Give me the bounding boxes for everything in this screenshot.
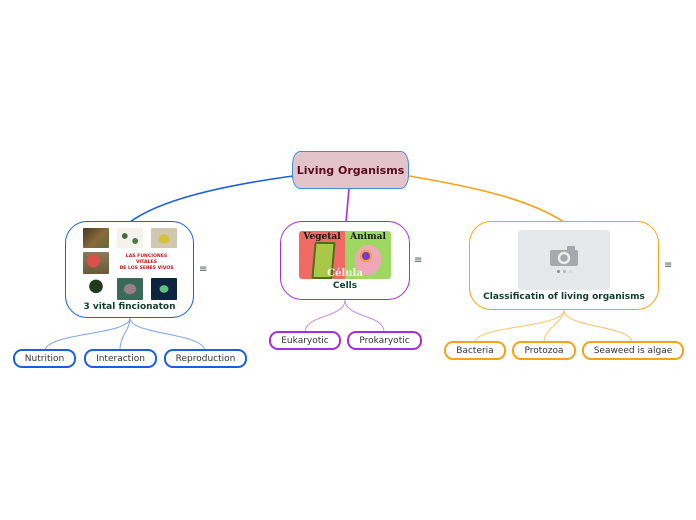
- connector-functions-reproduction: [129, 317, 206, 351]
- topic-label: 3 vital fincionaton: [83, 301, 176, 312]
- connector-functions-interaction: [119, 317, 131, 351]
- connector-root-classification: [408, 175, 565, 223]
- connector-root-cells: [345, 188, 350, 223]
- root-topic-label: Living Organisms: [296, 163, 405, 177]
- subtopic-nutrition[interactable]: Nutrition: [13, 349, 76, 368]
- topic-label: Cells: [332, 280, 358, 291]
- subtopic-eukaryotic[interactable]: Eukaryotic: [269, 331, 341, 350]
- vital-functions-caption: LAS FUNCIONES VITALES DE LOS SERES VIVOS: [119, 253, 174, 271]
- subtopic-protozoa[interactable]: Protozoa: [512, 341, 576, 360]
- subtopic-bacteria[interactable]: Bacteria: [444, 341, 506, 360]
- carousel-dots: [556, 270, 572, 273]
- topic-vital-functions[interactable]: LAS FUNCIONES VITALES DE LOS SERES VIVOS…: [65, 221, 194, 318]
- subtopic-prokaryotic[interactable]: Prokaryotic: [347, 331, 422, 350]
- plant-cell-panel: Vegetal: [299, 230, 345, 279]
- thumb-bird: [150, 227, 177, 248]
- topic-classification[interactable]: Classificatin of living organisms: [469, 221, 659, 310]
- animal-cell-icon: [355, 244, 381, 275]
- vital-functions-image: LAS FUNCIONES VITALES DE LOS SERES VIVOS: [82, 227, 177, 300]
- thumb-frog: [116, 277, 143, 300]
- thumb-plants: [116, 227, 143, 248]
- thumb-bacteria: [150, 277, 177, 300]
- animal-cell-title: Animal: [350, 231, 386, 242]
- connector-classification-bacteria: [474, 309, 565, 343]
- connector-classification-protozoa: [543, 309, 565, 343]
- hamburger-icon[interactable]: ≡: [199, 264, 208, 275]
- thumb-mushrooms: [82, 251, 109, 274]
- hamburger-icon[interactable]: ≡: [664, 260, 673, 271]
- thumb-tiger: [82, 227, 109, 248]
- topic-cells[interactable]: Vegetal Animal Célula Cells: [280, 221, 410, 300]
- subtopic-reproduction[interactable]: Reproduction: [164, 349, 247, 368]
- animal-cell-panel: Animal: [345, 230, 391, 279]
- thumb-tree: [82, 277, 109, 300]
- connector-cells-eukaryotic: [304, 299, 346, 333]
- camera-icon: [550, 246, 578, 266]
- connector-classification-seaweed: [563, 309, 633, 343]
- cells-image: Vegetal Animal Célula: [299, 230, 391, 279]
- topic-label: Classificatin of living organisms: [483, 291, 645, 302]
- connector-functions-nutrition: [44, 317, 131, 351]
- root-topic[interactable]: Living Organisms: [292, 151, 409, 189]
- plant-cell-title: Vegetal: [303, 231, 341, 242]
- cells-image-caption: Célula: [327, 267, 363, 279]
- image-placeholder: [518, 229, 610, 290]
- hamburger-icon[interactable]: ≡: [414, 255, 423, 266]
- connector-root-functions: [129, 175, 294, 223]
- subtopic-interaction[interactable]: Interaction: [84, 349, 157, 368]
- connector-cells-prokaryotic: [344, 299, 385, 333]
- subtopic-seaweed[interactable]: Seaweed is algae: [582, 341, 684, 360]
